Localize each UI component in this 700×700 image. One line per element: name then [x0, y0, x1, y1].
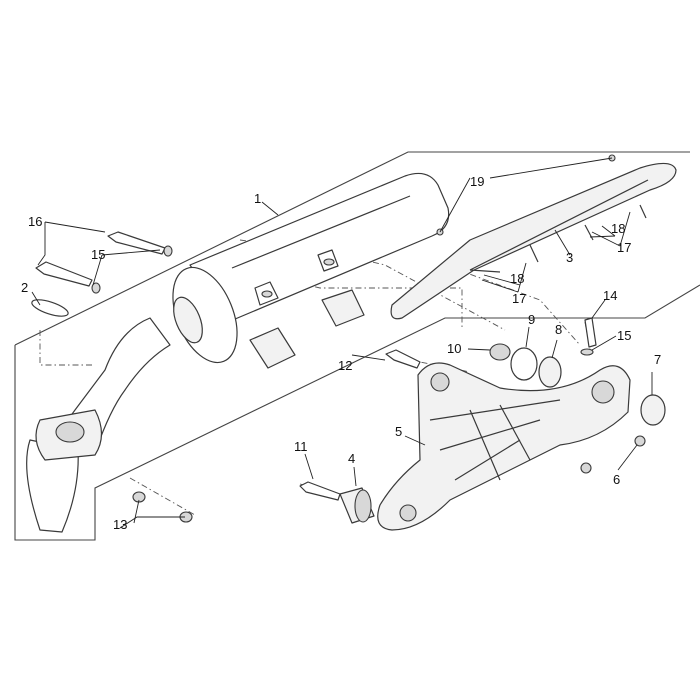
nut-6a [634, 435, 646, 447]
callout-19: 19 [470, 174, 484, 189]
bearing-8 [538, 356, 562, 388]
callout-14: 14 [603, 288, 617, 303]
frame-outline [14, 151, 700, 541]
heat-shield [390, 154, 677, 320]
bushing-4 [339, 487, 375, 524]
washer-15-right [580, 348, 594, 356]
callout-4: 4 [348, 451, 355, 466]
bolt-14 [584, 317, 597, 348]
callout-8: 8 [555, 322, 562, 337]
bracket-5 [377, 362, 631, 531]
seal-7 [640, 394, 666, 426]
callout-3: 3 [566, 250, 573, 265]
callout-18-right: 18 [611, 221, 625, 236]
ring-9 [510, 347, 538, 381]
callout-9: 9 [528, 312, 535, 327]
callout-17-left: 17 [512, 291, 526, 306]
callout-18-left: 18 [510, 271, 524, 286]
washer-10 [489, 343, 511, 361]
callout-2: 2 [21, 280, 28, 295]
callout-labels: 1 2 3 4 5 6 7 8 9 10 11 12 13 14 15 15 1… [21, 174, 661, 532]
gasket-2 [31, 299, 69, 317]
callout-1: 1 [254, 191, 261, 206]
header-pipe [26, 317, 171, 533]
leader-lines [31, 157, 653, 529]
bolt-11 [299, 481, 341, 501]
callout-13: 13 [113, 517, 127, 532]
callout-10: 10 [447, 341, 461, 356]
silencer-muffler [172, 172, 450, 369]
callout-15-right: 15 [617, 328, 631, 343]
callout-5: 5 [395, 424, 402, 439]
callout-6: 6 [613, 472, 620, 487]
callout-12: 12 [338, 358, 352, 373]
nut-6b [580, 462, 592, 474]
callout-15-left: 15 [91, 247, 105, 262]
shield-fasteners [469, 204, 647, 273]
callout-17-right: 17 [617, 240, 631, 255]
bolt-16 [35, 231, 166, 287]
callout-16: 16 [28, 214, 42, 229]
callout-11: 11 [294, 439, 308, 454]
washer-15-left [91, 245, 173, 294]
callout-7: 7 [654, 352, 661, 367]
bolt-12 [385, 349, 421, 369]
